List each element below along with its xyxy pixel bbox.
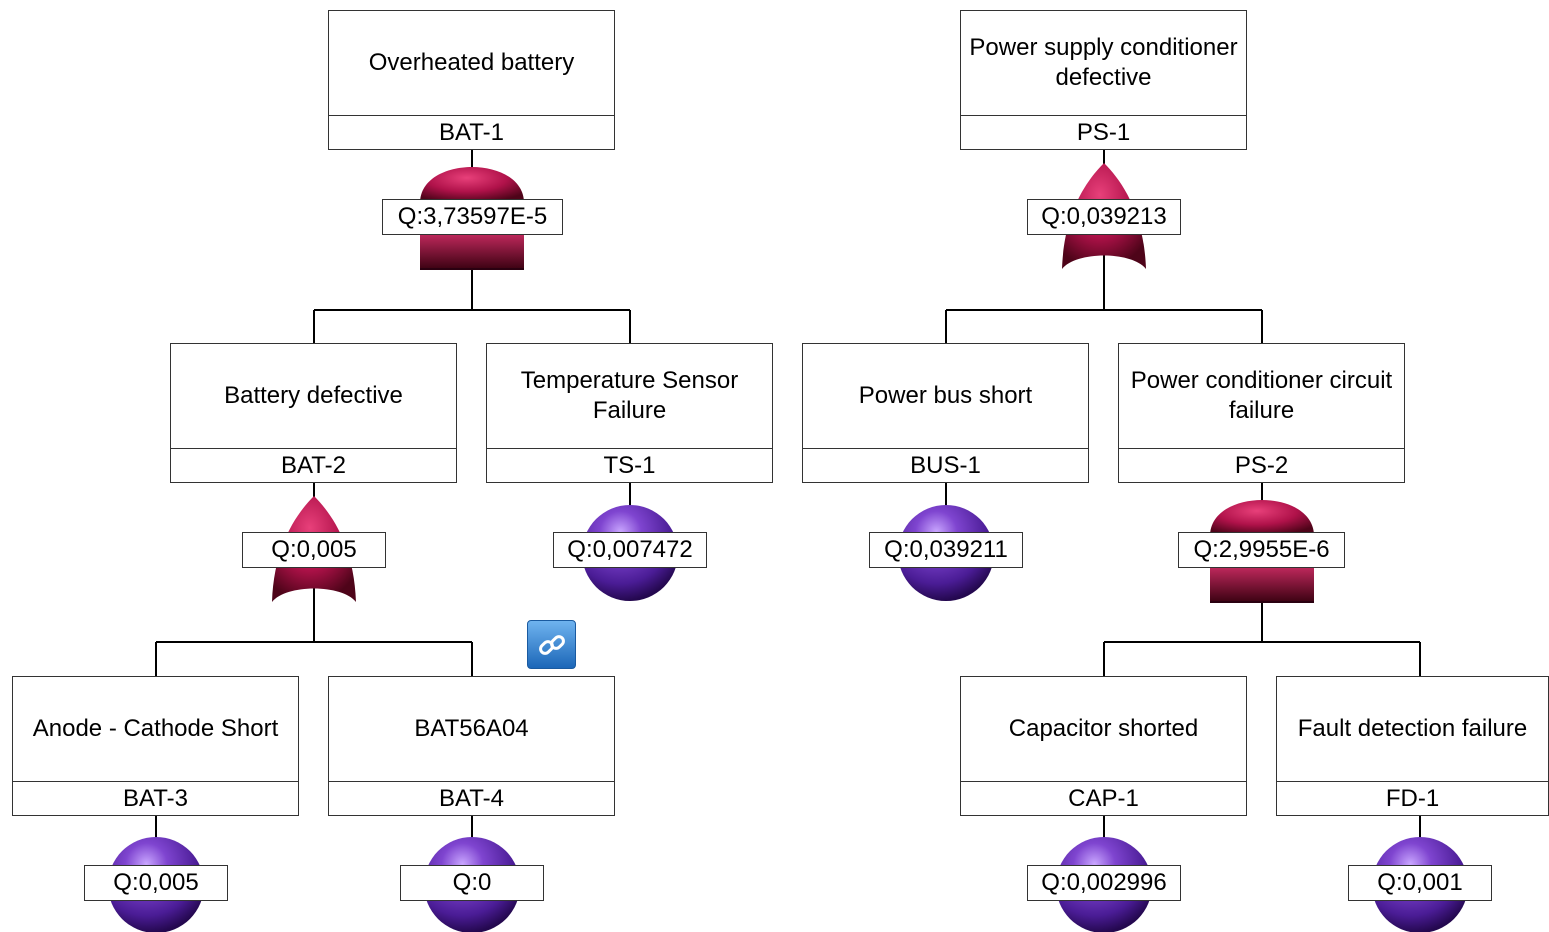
- event-node-ts-1[interactable]: Temperature Sensor Failure TS-1: [486, 343, 773, 483]
- event-id: PS-1: [961, 115, 1246, 149]
- event-node-ps-2[interactable]: Power conditioner circuit failure PS-2: [1118, 343, 1405, 483]
- event-node-ps-1[interactable]: Power supply conditioner defective PS-1: [960, 10, 1247, 150]
- event-title: Overheated battery: [368, 49, 575, 76]
- event-title: Capacitor shorted: [1008, 715, 1199, 742]
- probability-label: Q:0,005: [84, 865, 228, 901]
- event-id: BAT-2: [171, 448, 456, 482]
- probability-label: Q:0,039211: [869, 532, 1023, 568]
- event-node-bat-3[interactable]: Anode - Cathode Short BAT-3: [12, 676, 299, 816]
- event-title: Fault detection failure: [1297, 715, 1528, 742]
- event-node-bat-4[interactable]: BAT56A04 BAT-4: [328, 676, 615, 816]
- probability-label: Q:0,001: [1348, 865, 1492, 901]
- event-title: Temperature Sensor Failure: [520, 367, 739, 424]
- probability-label: Q:0: [400, 865, 544, 901]
- event-id: BUS-1: [803, 448, 1088, 482]
- link-icon[interactable]: [527, 620, 576, 669]
- event-title: Power bus short: [858, 382, 1033, 409]
- probability-label: Q:0,007472: [553, 532, 707, 568]
- event-node-bus-1[interactable]: Power bus short BUS-1: [802, 343, 1089, 483]
- probability-label: Q:0,002996: [1027, 865, 1181, 901]
- event-id: TS-1: [487, 448, 772, 482]
- probability-label: Q:3,73597E-5: [382, 199, 563, 235]
- event-node-fd-1[interactable]: Fault detection failure FD-1: [1276, 676, 1549, 816]
- event-title: Power conditioner circuit failure: [1130, 367, 1393, 424]
- probability-label: Q:0,005: [242, 532, 386, 568]
- event-id: CAP-1: [961, 781, 1246, 815]
- event-title: Battery defective: [224, 382, 403, 409]
- event-id: BAT-4: [329, 781, 614, 815]
- probability-label: Q:0,039213: [1027, 199, 1181, 235]
- event-id: BAT-1: [329, 115, 614, 149]
- event-node-bat-2[interactable]: Battery defective BAT-2: [170, 343, 457, 483]
- event-id: PS-2: [1119, 448, 1404, 482]
- event-title: Power supply conditioner defective: [969, 34, 1238, 91]
- event-id: FD-1: [1277, 781, 1548, 815]
- event-title: Anode - Cathode Short: [32, 715, 279, 742]
- event-node-bat-1[interactable]: Overheated battery BAT-1: [328, 10, 615, 150]
- event-title: BAT56A04: [414, 715, 529, 742]
- probability-label: Q:2,9955E-6: [1178, 532, 1345, 568]
- event-node-cap-1[interactable]: Capacitor shorted CAP-1: [960, 676, 1247, 816]
- event-id: BAT-3: [13, 781, 298, 815]
